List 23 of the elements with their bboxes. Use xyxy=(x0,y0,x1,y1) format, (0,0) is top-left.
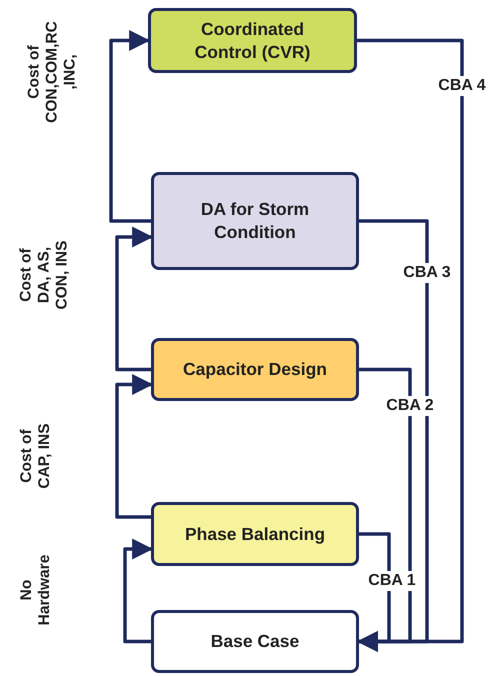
edge-label: CBA 4 xyxy=(437,76,487,96)
box-label: Base Case xyxy=(210,630,300,653)
cost-note: No Hardware xyxy=(18,554,54,628)
box-label: Phase Balancing xyxy=(184,522,326,546)
edge-label: CBA 3 xyxy=(402,263,452,283)
box-label: DA for Storm Condition xyxy=(200,198,310,244)
box-label: Capacitor Design xyxy=(183,358,327,381)
process-box xyxy=(151,502,359,566)
edge-label: CBA 2 xyxy=(385,396,435,416)
process-box xyxy=(151,338,359,401)
box-label: Coordinated Control (CVR) xyxy=(194,18,312,64)
cost-note: Cost of CON,COM,RC ,INC, xyxy=(25,20,79,125)
edge-label: CBA 1 xyxy=(367,571,417,591)
arrow xyxy=(109,30,151,223)
arrow xyxy=(356,532,391,652)
arrow xyxy=(123,538,154,644)
process-box xyxy=(151,172,359,270)
process-box xyxy=(148,8,357,73)
arrow xyxy=(115,226,154,372)
process-box xyxy=(151,610,359,673)
cost-note: Cost of DA, AS, CON, INS xyxy=(17,240,71,312)
arrow xyxy=(115,374,154,519)
cost-note: Cost of CAP, INS xyxy=(18,422,54,491)
